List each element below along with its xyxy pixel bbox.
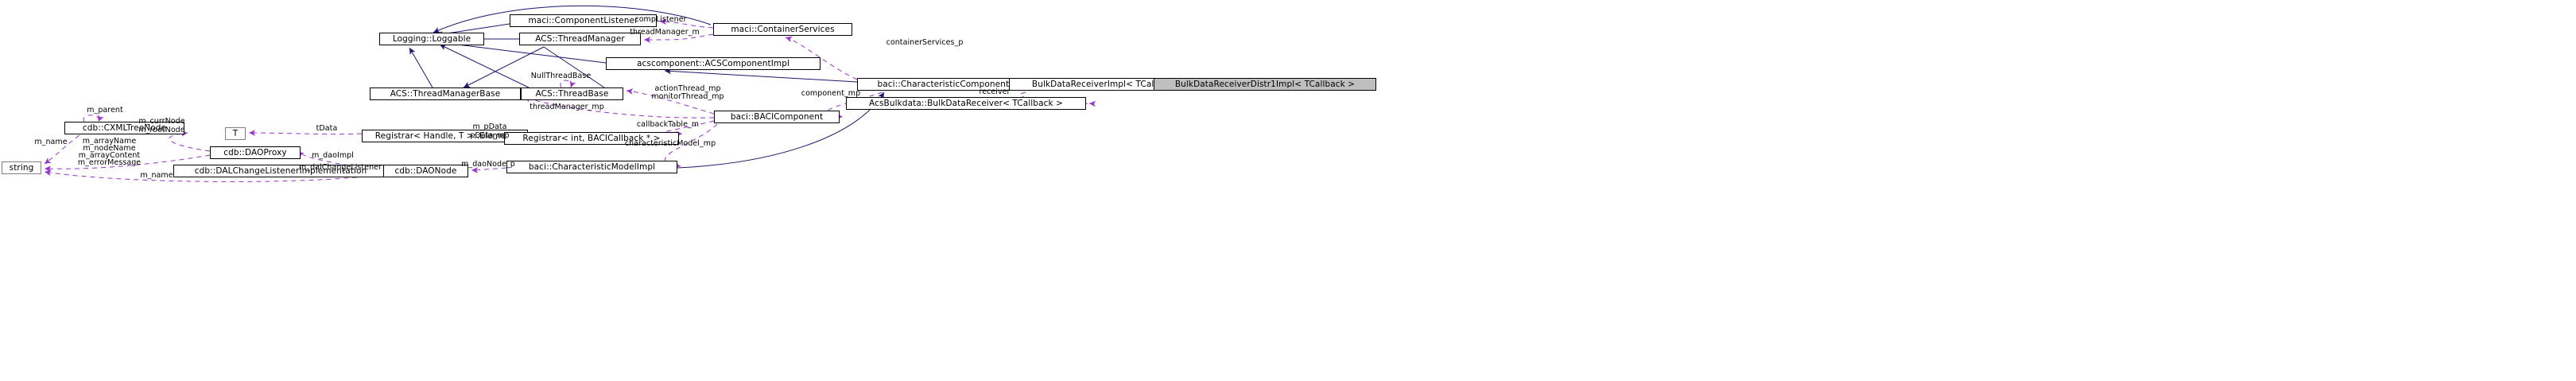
edge-label-callbacktable-m: callbackTable_m: [636, 120, 700, 129]
edge-label-m-dalchangelistener: m_dalChangeListener: [298, 163, 382, 172]
edge-label-monitorthread-mp: monitorThread_mp: [651, 92, 724, 101]
node-cdb-daoproxy[interactable]: cdb::DAOProxy: [210, 146, 301, 159]
node-std-string[interactable]: string: [2, 161, 41, 174]
edge-label-tdata: tData: [316, 124, 338, 133]
node-maci-componentlistener[interactable]: maci::ComponentListener: [510, 14, 657, 27]
edge-label-m-name-daonode: m_name: [140, 171, 173, 180]
node-maci-containerservices[interactable]: maci::ContainerServices: [713, 23, 852, 36]
edge-label-pdata-mp: pData_mp: [470, 131, 510, 140]
edge-label-m-errormessage: m_errorMessage: [77, 158, 142, 167]
node-cdb-cxmltreenode[interactable]: cdb::CXMLTreeNode: [64, 122, 184, 134]
edge-label-receiver: receiver: [979, 87, 1011, 96]
node-acs-threadmanagerbase[interactable]: ACS::ThreadManagerBase: [370, 87, 521, 100]
node-acs-threadmanager[interactable]: ACS::ThreadManager: [519, 33, 641, 45]
edge-label-m-name-cxmltreenode: m_name: [34, 138, 68, 146]
node-baci-characteristicmodelimpl[interactable]: baci::CharacteristicModelImpl: [506, 161, 677, 173]
node-cdb-daonode[interactable]: cdb::DAONode: [383, 165, 468, 177]
node-logging-loggable[interactable]: Logging::Loggable: [379, 33, 484, 45]
edge-label-m-daonode-p: m_daoNode_p: [461, 160, 515, 169]
node-template-t[interactable]: T: [225, 127, 246, 140]
node-bulkdatareceiverdistr1impl[interactable]: BulkDataReceiverDistr1Impl< TCallback >: [1154, 78, 1376, 91]
edge-label-m-pdata: m_pData: [472, 122, 507, 131]
edge-label-nullthreadbase: NullThreadBase: [530, 72, 592, 80]
edge-label-containerservices-p: containerServices_p: [886, 38, 964, 47]
edge-label-m-arraycontent: m_arrayContent: [78, 151, 141, 160]
edge-label-complistener: compListener: [634, 15, 687, 24]
edge-label-threadmanager-mp: threadManager_mp: [530, 103, 604, 111]
node-baci-bacicomponent[interactable]: baci::BACIComponent: [714, 111, 840, 123]
edge-label-actionthread-mp: actionThread_mp: [654, 84, 721, 93]
edge-label-m-parent: m_parent: [87, 106, 123, 115]
edge-label-m-nodename: m_nodeName: [83, 144, 136, 153]
node-registrar-int-bacicallback[interactable]: Registrar< int, BACICallback * >: [504, 132, 679, 145]
edge-label-m-rootnode: m_rootNode: [138, 126, 185, 134]
edge-label-component-mp: component_mp: [801, 89, 861, 98]
node-acscomponent-acscomponentimpl[interactable]: acscomponent::ACSComponentImpl: [606, 57, 821, 70]
node-acs-threadbase[interactable]: ACS::ThreadBase: [521, 87, 623, 100]
edge-label-m-currnode: m_currNode: [138, 117, 185, 126]
node-acsbulkdata-bulkdatareceiver[interactable]: AcsBulkdata::BulkDataReceiver< TCallback…: [846, 97, 1086, 110]
edge-label-m-arrayname: m_arrayName: [82, 137, 137, 146]
edge-label-m-daoimpl: m_daoImpl: [312, 151, 354, 160]
edge-label-characteristicmodel-mp: characteristicModel_mp: [624, 139, 716, 148]
edge-label-threadmanager-m: threadManager_m: [630, 28, 700, 37]
